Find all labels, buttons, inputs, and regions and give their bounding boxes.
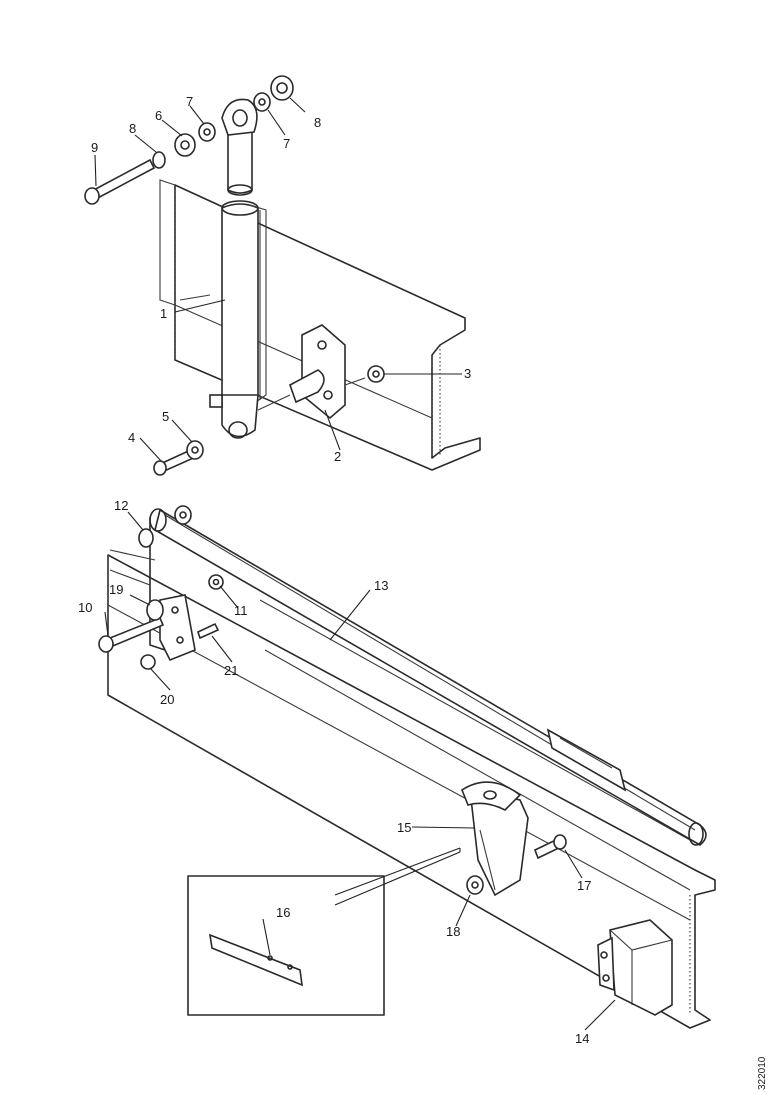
top-handle [546, 728, 627, 792]
callout-18: 18 [446, 924, 460, 939]
washer-18 [466, 875, 484, 895]
bolt-17 [533, 834, 567, 860]
bolt-9 [84, 158, 156, 205]
washer-19 [146, 599, 164, 621]
cylinder-top-eye [221, 98, 258, 136]
callout-labels: 1 2 3 4 5 6 7 7 8 8 9 10 11 12 13 14 15 … [78, 94, 591, 1046]
bolt-head-top [174, 505, 192, 525]
nut-20 [140, 654, 156, 670]
callout-10: 10 [78, 600, 92, 615]
bushing-7-left [198, 122, 216, 142]
callout-16: 16 [276, 905, 290, 920]
nut-3 [367, 365, 385, 383]
callout-11: 11 [234, 603, 248, 618]
piston-rod [227, 129, 253, 194]
support-15 [461, 781, 529, 897]
callout-2: 2 [334, 449, 341, 464]
bushing-7-right [253, 92, 271, 112]
cylinder-bottom-eye [221, 394, 259, 438]
detail-inset-box [187, 875, 385, 1016]
callout-5: 5 [162, 409, 169, 424]
figure-code: 322010 [757, 1056, 768, 1090]
strip-16 [208, 933, 303, 987]
callout-3: 3 [464, 366, 471, 381]
callout-8-left: 8 [129, 121, 136, 136]
callout-14: 14 [575, 1031, 589, 1046]
i-beam-top [174, 184, 481, 471]
i-beam-bottom [107, 554, 716, 1029]
mounting-bracket [301, 324, 346, 420]
box-14 [597, 919, 673, 1016]
callout-8-right: 8 [314, 115, 321, 130]
callout-20: 20 [160, 692, 174, 707]
callout-4: 4 [128, 430, 135, 445]
washer-5 [186, 440, 204, 460]
callout-9: 9 [91, 140, 98, 155]
bolt-10 [98, 616, 165, 653]
nut-11 [208, 574, 224, 590]
callout-15: 15 [397, 820, 411, 835]
callout-12: 12 [114, 498, 128, 513]
washer-12 [138, 528, 154, 548]
leader-lines [94, 97, 616, 1031]
bushing-6 [174, 133, 196, 157]
callout-13: 13 [374, 578, 388, 593]
callout-1: 1 [160, 306, 167, 321]
top-assembly [84, 75, 481, 476]
callout-17: 17 [577, 878, 591, 893]
washer-8 [152, 151, 166, 169]
screw-21 [197, 622, 220, 640]
callout-6: 6 [155, 108, 162, 123]
end-bracket [159, 594, 196, 662]
callout-7-right: 7 [283, 136, 290, 151]
callout-21: 21 [224, 663, 238, 678]
bottom-assembly [98, 505, 716, 1029]
cap-8-right [270, 75, 294, 101]
hydraulic-cylinder [221, 203, 259, 401]
callout-7-left: 7 [186, 94, 193, 109]
callout-19: 19 [109, 582, 123, 597]
